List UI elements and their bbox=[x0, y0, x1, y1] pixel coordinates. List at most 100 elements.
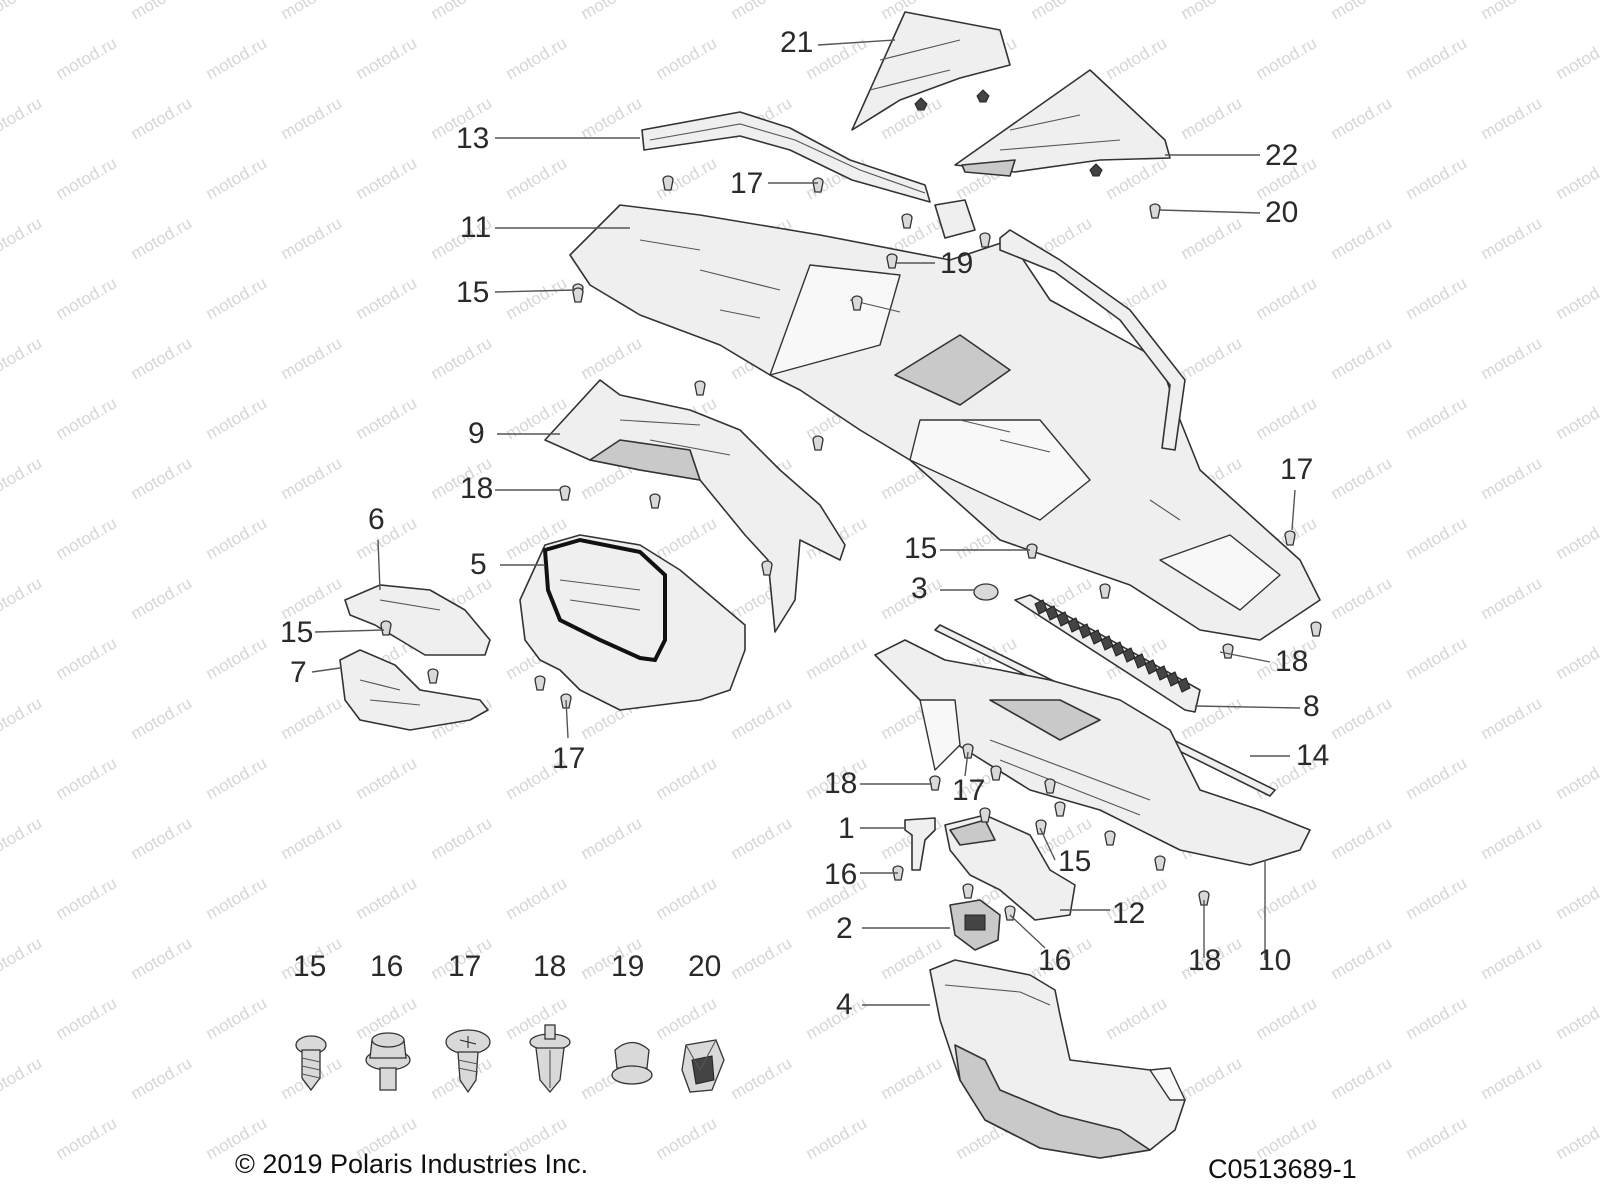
watermark-text: motod.ru bbox=[653, 993, 721, 1043]
watermark-text: motod.ru bbox=[278, 213, 346, 263]
part-5-gauge-bezel bbox=[519, 534, 746, 711]
pan-head-screw-icon bbox=[445, 1029, 491, 1094]
watermark-text: motod.ru bbox=[278, 813, 346, 863]
fastener-mark bbox=[380, 620, 392, 636]
part-4-glove-box bbox=[929, 959, 1186, 1159]
watermark-text: motod.ru bbox=[53, 153, 121, 203]
fastener-mark bbox=[812, 435, 824, 451]
fastener-mark bbox=[962, 883, 974, 899]
fastener-mark bbox=[761, 560, 773, 576]
watermark-text: motod.ru bbox=[1553, 1113, 1600, 1163]
watermark-text: motod.ru bbox=[653, 153, 721, 203]
watermark-text: motod.ru bbox=[1178, 213, 1246, 263]
callout-15: 15 bbox=[904, 532, 937, 565]
watermark-text: motod.ru bbox=[278, 453, 346, 503]
watermark-text: motod.ru bbox=[578, 813, 646, 863]
callout-18: 18 bbox=[460, 472, 493, 505]
callout-2: 2 bbox=[836, 912, 853, 945]
watermark-text: motod.ru bbox=[1478, 0, 1546, 23]
watermark-text: motod.ru bbox=[728, 813, 796, 863]
scattered-fasteners bbox=[380, 175, 1322, 921]
legend-label-17: 17 bbox=[448, 950, 481, 983]
callout-18: 18 bbox=[824, 767, 857, 800]
watermark-text: motod.ru bbox=[53, 633, 121, 683]
part-22-cover bbox=[954, 69, 1171, 177]
watermark-text: motod.ru bbox=[0, 1053, 45, 1103]
watermark-text: motod.ru bbox=[353, 873, 421, 923]
watermark-text: motod.ru bbox=[1328, 573, 1396, 623]
watermark-text: motod.ru bbox=[803, 1113, 871, 1163]
callout-8: 8 bbox=[1303, 690, 1320, 723]
watermark-text: motod.ru bbox=[353, 753, 421, 803]
watermark-text: motod.ru bbox=[203, 513, 271, 563]
legend-label-16: 16 bbox=[370, 950, 403, 983]
watermark-text: motod.ru bbox=[1478, 813, 1546, 863]
watermark-text: motod.ru bbox=[128, 693, 196, 743]
watermark-text: motod.ru bbox=[1553, 753, 1600, 803]
fastener-mark bbox=[929, 775, 941, 791]
watermark-text: motod.ru bbox=[53, 873, 121, 923]
legend-label-19: 19 bbox=[611, 950, 644, 983]
watermark-text: motod.ru bbox=[1253, 393, 1321, 443]
watermark-text: motod.ru bbox=[878, 1053, 946, 1103]
fastener-mark bbox=[886, 253, 898, 269]
fastener-mark bbox=[1284, 530, 1296, 546]
watermark-text: motod.ru bbox=[578, 333, 646, 383]
watermark-text: motod.ru bbox=[128, 573, 196, 623]
watermark-text: motod.ru bbox=[1403, 1113, 1471, 1163]
watermark-text: motod.ru bbox=[0, 93, 45, 143]
part-3-grommet bbox=[973, 583, 999, 601]
fastener-mark bbox=[979, 807, 991, 823]
watermark-text: motod.ru bbox=[1403, 153, 1471, 203]
callout-20: 20 bbox=[1265, 196, 1298, 229]
fastener-mark bbox=[851, 295, 863, 311]
watermark-text: motod.ru bbox=[353, 153, 421, 203]
watermark-text: motod.ru bbox=[1103, 33, 1171, 83]
watermark-text: motod.ru bbox=[503, 33, 571, 83]
part-1-bracket bbox=[904, 817, 936, 871]
fastener-mark bbox=[1198, 890, 1210, 906]
watermark-text: motod.ru bbox=[1403, 633, 1471, 683]
watermark-text: motod.ru bbox=[128, 93, 196, 143]
fastener-mark bbox=[901, 213, 913, 229]
watermark-text: motod.ru bbox=[1478, 573, 1546, 623]
watermark-text: motod.ru bbox=[1403, 33, 1471, 83]
fastener-mark bbox=[1044, 778, 1056, 794]
watermark-text: motod.ru bbox=[1103, 993, 1171, 1043]
part-6-shroud bbox=[344, 584, 491, 656]
watermark-text: motod.ru bbox=[1028, 0, 1096, 23]
leader-line bbox=[1194, 705, 1301, 709]
watermark-text: motod.ru bbox=[53, 753, 121, 803]
callout-18: 18 bbox=[1275, 645, 1308, 678]
fastener-mark bbox=[1035, 819, 1047, 835]
watermark-text: motod.ru bbox=[653, 873, 721, 923]
watermark-text: motod.ru bbox=[53, 513, 121, 563]
watermark-text: motod.ru bbox=[1253, 993, 1321, 1043]
watermark-text: motod.ru bbox=[653, 753, 721, 803]
callout-1: 1 bbox=[838, 812, 855, 845]
callout-3: 3 bbox=[911, 572, 928, 605]
fastener-mark bbox=[1026, 543, 1038, 559]
callout-4: 4 bbox=[836, 988, 853, 1021]
watermark-text: motod.ru bbox=[0, 0, 45, 23]
fastener-mark bbox=[1222, 643, 1234, 659]
callout-11: 11 bbox=[460, 211, 491, 244]
watermark-text: motod.ru bbox=[203, 993, 271, 1043]
callout-17: 17 bbox=[952, 774, 985, 807]
watermark-text: motod.ru bbox=[353, 273, 421, 323]
watermark-text: motod.ru bbox=[1178, 0, 1246, 23]
watermark-text: motod.ru bbox=[1478, 333, 1546, 383]
watermark-text: motod.ru bbox=[203, 633, 271, 683]
leader-line bbox=[1039, 827, 1056, 861]
fastener-mark bbox=[1104, 830, 1116, 846]
part-right-rail bbox=[999, 229, 1186, 451]
watermark-text: motod.ru bbox=[53, 33, 121, 83]
watermark-text: motod.ru bbox=[1553, 873, 1600, 923]
callout-10: 10 bbox=[1258, 944, 1291, 977]
legend-label-15: 15 bbox=[293, 950, 326, 983]
watermark-text: motod.ru bbox=[1478, 453, 1546, 503]
watermark-text: motod.ru bbox=[728, 933, 796, 983]
watermark-text: motod.ru bbox=[653, 513, 721, 563]
watermark-text: motod.ru bbox=[1253, 873, 1321, 923]
